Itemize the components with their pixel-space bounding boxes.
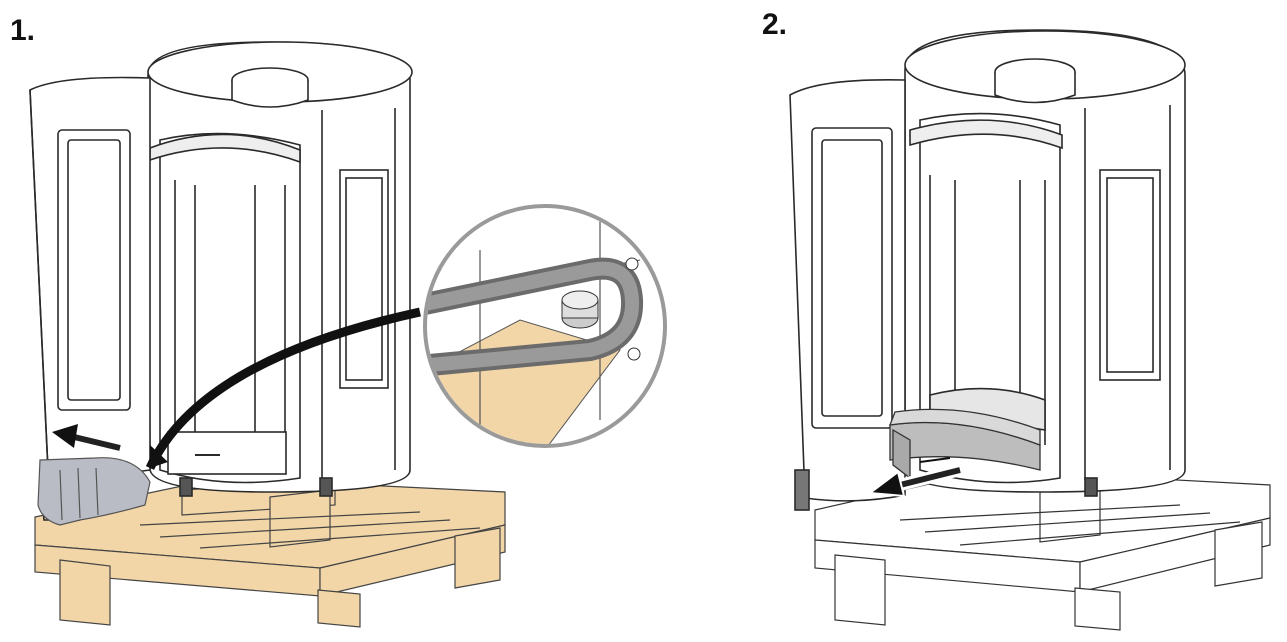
open-door: [29, 76, 151, 521]
step-2-label: 2.: [762, 8, 788, 41]
stove-body-2: [904, 29, 1186, 497]
step-1-illustration: [29, 41, 667, 628]
gloved-hand: [37, 457, 151, 526]
curved-arrow-icon: [145, 307, 421, 470]
pull-arrow-icon: [52, 424, 121, 451]
ash-pan: [888, 408, 1041, 480]
open-door-2: [789, 78, 906, 511]
step-1-label: 1.: [10, 14, 36, 47]
step-2-illustration: [789, 29, 1271, 631]
curved-arrow-head: [150, 445, 168, 468]
white-pallet: [814, 469, 1271, 631]
wood-pallet: [34, 477, 506, 628]
pull-out-arrow-icon: [867, 464, 962, 498]
magnifier-detail: [423, 204, 667, 448]
stove-body: [147, 41, 413, 497]
